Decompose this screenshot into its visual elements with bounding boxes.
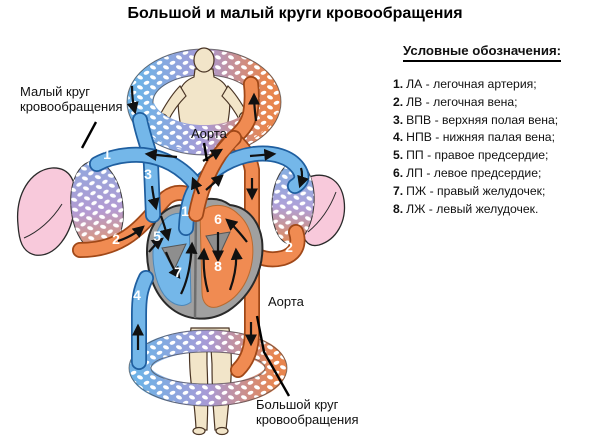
legend-list: 1.ЛА - легочная артерия; 2.ЛВ - легочная… (393, 76, 598, 218)
legend-item: 5.ПП - правое предсердие; (393, 147, 598, 165)
label-small-circle-line2: кровообращения (20, 99, 123, 114)
marker-4-inferior-vena-cava: 4 (133, 287, 141, 303)
marker-8-left-ventricle: 8 (214, 258, 222, 274)
legend-item: 2.ЛВ - легочная вена; (393, 94, 598, 112)
legend-item-number: 1. (393, 77, 404, 91)
legend-item-number: 7. (393, 183, 404, 198)
label-small-circle-line1: Малый круг (20, 84, 91, 99)
legend-item-number: 8. (393, 201, 404, 216)
legend-item-number: 6. (393, 165, 404, 180)
flow-arrows (117, 85, 309, 350)
marker-5-right-atrium: 5 (153, 228, 161, 244)
legend-item-text: ЛЖ - левый желудочек. (406, 201, 539, 216)
superior-vena-cava-vessel (132, 112, 161, 223)
label-big-circle-line1: Большой круг (256, 397, 339, 412)
marker-6-left-atrium: 6 (214, 211, 222, 227)
legend-item: 3.ВПВ - верхняя полая вена; (393, 112, 598, 130)
label-aorta-top: Аорта (191, 126, 227, 141)
marker-2-pulmonary-vein-right: 2 (285, 239, 293, 255)
legend-item: 4.НПВ - нижняя палая вена; (393, 129, 598, 147)
left-heart-chamber (199, 205, 254, 308)
page-title: Большой и малый круги кровообращения (127, 5, 463, 22)
marker-1-pulmonary-artery-left: 1 (103, 146, 111, 162)
legend-item-text: ЛА - легочная артерия; (406, 77, 537, 91)
legend-item-text: ПЖ - правый желудочек; (406, 183, 546, 198)
right-lung-lobe-line (307, 191, 337, 233)
legend-item-number: 5. (393, 148, 404, 163)
legend-item-text: ВПВ - верхняя полая вена; (406, 112, 559, 127)
pointer-lines (80, 121, 291, 397)
label-big-circle: Большой круг кровообращения (256, 397, 386, 427)
label-big-circle-line2: кровообращения (256, 412, 359, 427)
legend-item-number: 2. (393, 94, 404, 109)
pointer-small-circle (80, 121, 98, 149)
bottom-capillary-ring (128, 329, 288, 407)
marker-3-superior-vena-cava: 3 (144, 166, 152, 182)
pointer-big-circle (255, 315, 291, 397)
pulmonary-artery-vessel (89, 146, 205, 236)
left-lung (16, 167, 77, 256)
legend-title: Условные обозначения: (403, 43, 562, 62)
label-small-circle: Малый круг кровообращения (20, 84, 132, 114)
marker-7-right-ventricle: 7 (174, 264, 182, 280)
legend-item: 7.ПЖ - правый желудочек; (393, 183, 598, 201)
legend-item-text: ЛВ - легочная вена; (406, 94, 518, 109)
legend-item: 6.ЛП - левое предсердие; (393, 165, 598, 183)
marker-2-pulmonary-vein-left: 2 (112, 231, 120, 247)
inferior-vena-cava-vessel (131, 270, 154, 370)
pointer-aorta-top (202, 142, 209, 162)
legend-item-number: 4. (393, 130, 404, 145)
legend-panel: Условные обозначения: 1.ЛА - легочная ар… (393, 42, 598, 218)
legend-item-text: ЛП - левое предсердие; (406, 165, 542, 180)
left-lung-lobe-line (23, 203, 63, 239)
legend-item: 8.ЛЖ - левый желудочек. (393, 201, 598, 219)
marker-1-pulmonary-trunk: 1 (181, 203, 189, 219)
legend-item: 1.ЛА - легочная артерия; (393, 76, 598, 94)
legend-item-text: ПП - правое предсердие; (406, 148, 549, 163)
legend-item-text: НПВ - нижняя палая вена; (406, 130, 555, 145)
label-aorta-bottom: Аорта (268, 294, 304, 309)
legend-item-number: 3. (393, 112, 404, 127)
